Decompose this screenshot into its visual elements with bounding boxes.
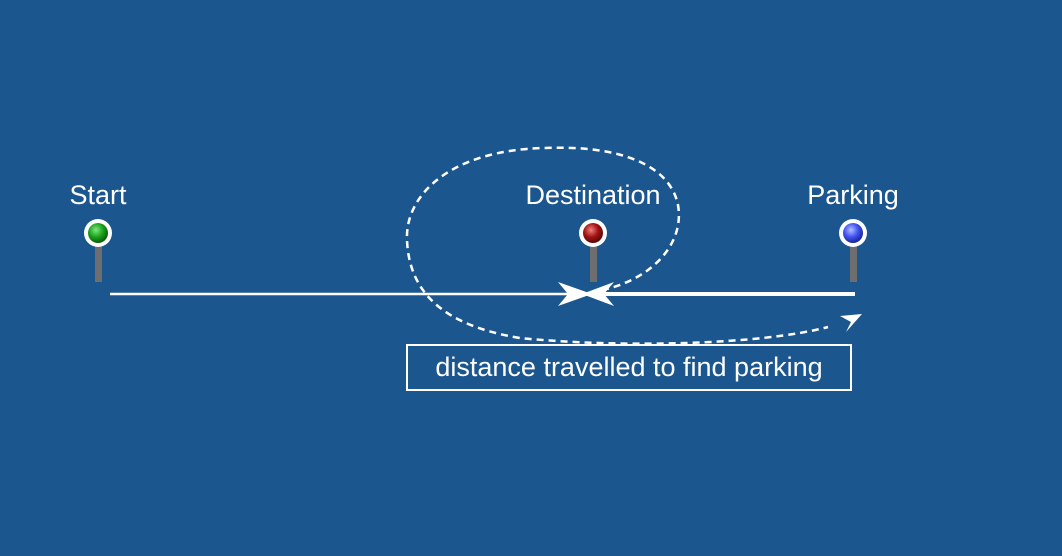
- parking-pin: [839, 219, 867, 282]
- route-arrowhead-right: [558, 282, 592, 306]
- search-loop-arrowhead: [840, 314, 862, 332]
- destination-pin: [579, 219, 607, 282]
- destination-label: Destination: [525, 180, 661, 210]
- parking-label: Parking: [807, 180, 899, 210]
- caption-text: distance travelled to find parking: [435, 352, 823, 382]
- caption-box: distance travelled to find parking: [406, 344, 852, 391]
- start-label: Start: [69, 180, 127, 210]
- route-arrowhead-left: [582, 282, 614, 306]
- search-loop-path: [405, 146, 829, 345]
- start-pin: [84, 219, 112, 282]
